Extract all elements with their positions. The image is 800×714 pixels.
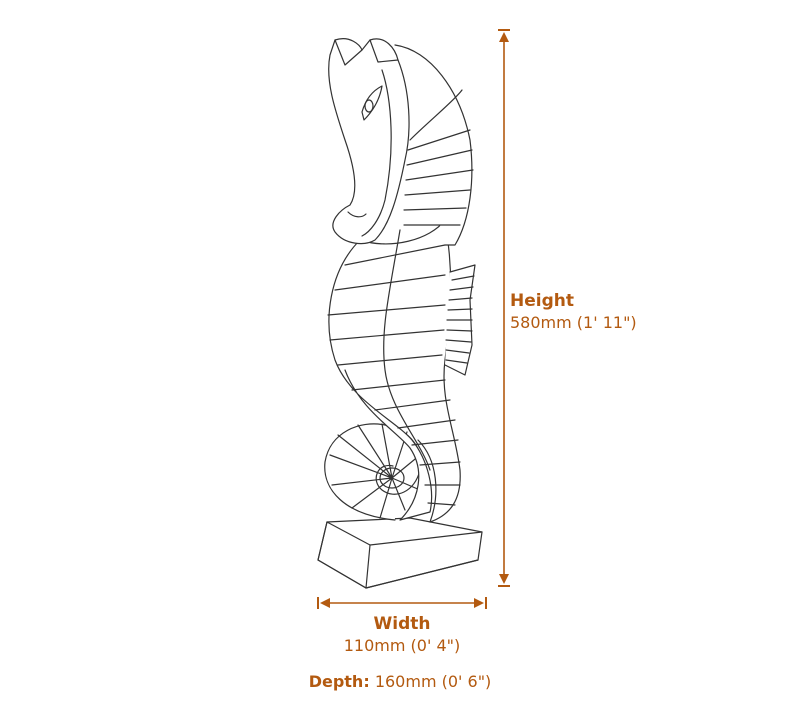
width-dimension: Width 110mm (0' 4") (300, 614, 504, 655)
width-title: Width (373, 614, 431, 634)
height-value: 580mm (1' 11") (510, 313, 637, 332)
depth-title: Depth: (308, 672, 370, 691)
dorsal-fin (444, 264, 476, 376)
neck-ridge (394, 44, 474, 246)
height-dimension: Height 580mm (1' 11") (510, 291, 637, 332)
head (328, 38, 410, 245)
body (327, 219, 461, 523)
depth-value: 160mm (0' 6") (374, 672, 492, 691)
height-title: Height (510, 291, 574, 311)
base-plinth (317, 517, 483, 589)
dimension-lines (317, 29, 510, 609)
width-value: 110mm (0' 4") (343, 636, 461, 655)
depth-dimension: Depth: 160mm (0' 6") (260, 672, 540, 691)
